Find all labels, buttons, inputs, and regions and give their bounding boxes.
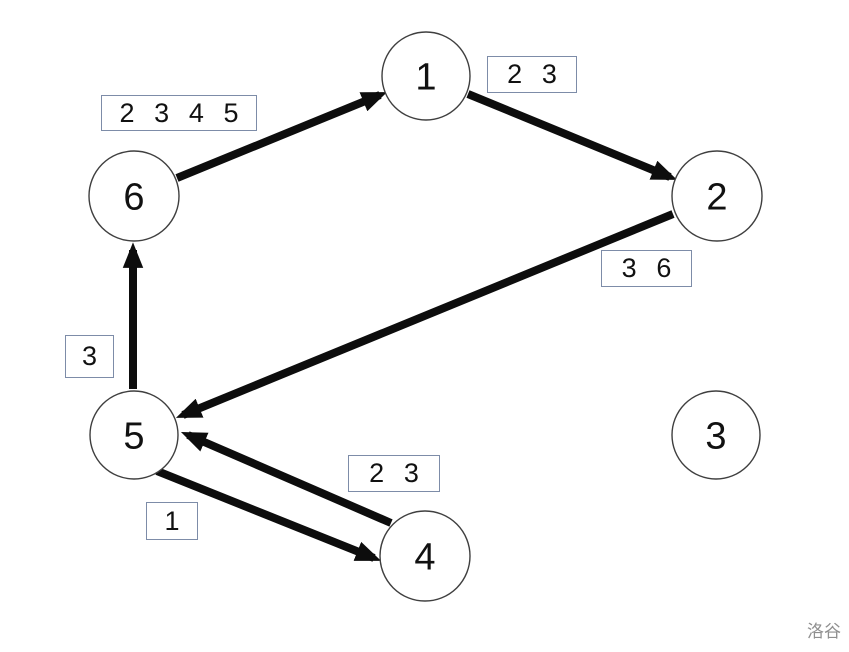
watermark-text: 洛谷 <box>807 622 841 641</box>
node-1 <box>381 31 471 121</box>
node-3 <box>671 390 761 480</box>
edge-arrow-6-to-1 <box>175 91 388 182</box>
edge-arrow-4-to-5 <box>180 431 393 527</box>
node-label-2: 2 <box>706 176 727 218</box>
node-4 <box>379 510 471 602</box>
node-label-4: 4 <box>414 536 435 578</box>
edge-arrow-5-to-4 <box>155 467 382 562</box>
nodes-layer: 1 2 3 4 5 6 <box>88 31 763 602</box>
edge-arrow-2-to-5 <box>175 210 675 419</box>
node-label-1: 1 <box>415 56 436 98</box>
node-2 <box>671 150 763 242</box>
node-label-6: 6 <box>123 176 144 218</box>
edges-layer <box>122 90 678 562</box>
node-label-3: 3 <box>705 415 726 457</box>
edge-arrow-1-to-2 <box>466 90 678 181</box>
node-5 <box>89 390 179 480</box>
node-6 <box>88 150 180 242</box>
node-label-5: 5 <box>123 415 144 457</box>
